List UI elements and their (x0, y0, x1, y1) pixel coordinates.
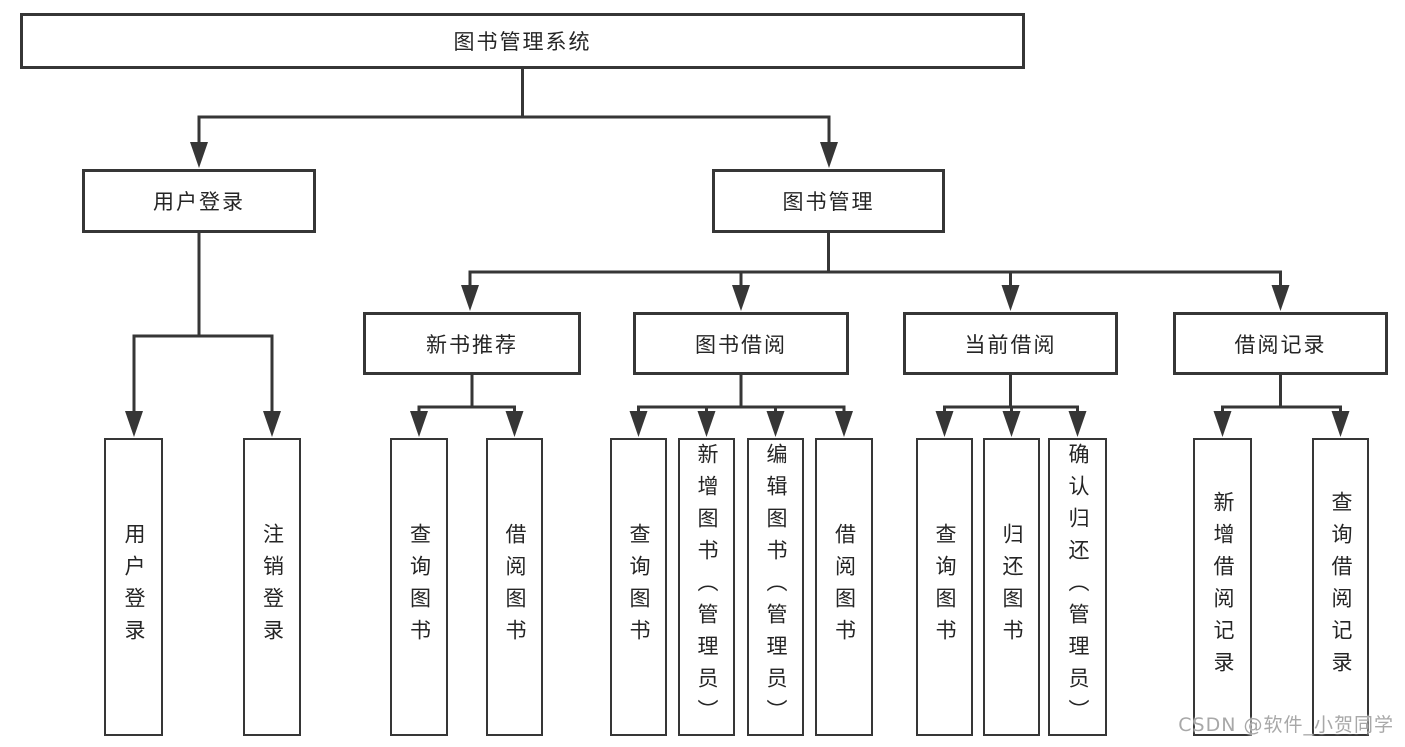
leaf-label: 编辑图书（管理员） (764, 443, 788, 731)
node-book-borrow: 图书借阅 (633, 312, 849, 375)
node-current-borrow-label: 当前借阅 (964, 332, 1057, 357)
leaf-label: 查询图书 (407, 523, 432, 651)
leaf-label: 借阅图书 (503, 523, 527, 651)
leaf-query-book-2: 查询图书 (610, 438, 667, 736)
connector-records-branch (1213, 374, 1350, 437)
leaf-borrow-book-2: 借阅图书 (815, 438, 873, 736)
node-root: 图书管理系统 (20, 13, 1025, 69)
leaf-borrow-book-1: 借阅图书 (486, 438, 543, 736)
connector-current-branch (935, 374, 1087, 437)
leaf-label: 确认归还（管理员） (1066, 443, 1090, 731)
leaf-label: 查询借阅记录 (1329, 491, 1353, 683)
csdn-watermark: CSDN @软件_小贺同学 (1178, 714, 1394, 736)
connector-borrow-branch (629, 374, 853, 437)
node-book-management-label: 图书管理 (782, 190, 875, 214)
node-borrow-records-label: 借阅记录 (1234, 332, 1327, 357)
leaf-return-book: 归还图书 (983, 438, 1040, 736)
leaf-label: 归还图书 (1000, 523, 1024, 651)
leaf-label: 查询图书 (627, 523, 651, 651)
leaf-query-book-1: 查询图书 (390, 438, 448, 736)
leaf-label: 注销登录 (260, 523, 285, 651)
node-root-label: 图书管理系统 (453, 30, 592, 54)
leaf-confirm-return-admin: 确认归还（管理员） (1048, 438, 1107, 736)
leaf-label: 新增图书（管理员） (695, 443, 719, 731)
connector-book-management-branch (461, 232, 1290, 311)
leaf-label: 借阅图书 (832, 523, 857, 651)
node-new-book-recommend-label: 新书推荐 (426, 332, 518, 357)
node-user-login: 用户登录 (82, 169, 316, 233)
node-new-book-recommend: 新书推荐 (363, 312, 581, 375)
node-book-borrow-label: 图书借阅 (695, 332, 787, 357)
node-user-login-label: 用户登录 (153, 190, 245, 214)
leaf-query-book-3: 查询图书 (916, 438, 973, 736)
leaf-add-borrow-record: 新增借阅记录 (1193, 438, 1252, 736)
connector-user-login-branch (125, 232, 281, 437)
leaf-query-borrow-record: 查询借阅记录 (1312, 438, 1369, 736)
leaf-user-login: 用户登录 (104, 438, 163, 736)
leaf-label: 查询图书 (933, 523, 957, 651)
node-borrow-records: 借阅记录 (1173, 312, 1388, 375)
connector-root-branch (190, 68, 838, 168)
leaf-add-book-admin: 新增图书（管理员） (678, 438, 735, 736)
leaf-logout: 注销登录 (243, 438, 301, 736)
node-current-borrow: 当前借阅 (903, 312, 1118, 375)
node-book-management: 图书管理 (712, 169, 945, 233)
leaf-edit-book-admin: 编辑图书（管理员） (747, 438, 804, 736)
leaf-label: 新增借阅记录 (1211, 491, 1235, 683)
leaf-label: 用户登录 (122, 523, 146, 651)
connector-new-book-branch (410, 374, 524, 437)
